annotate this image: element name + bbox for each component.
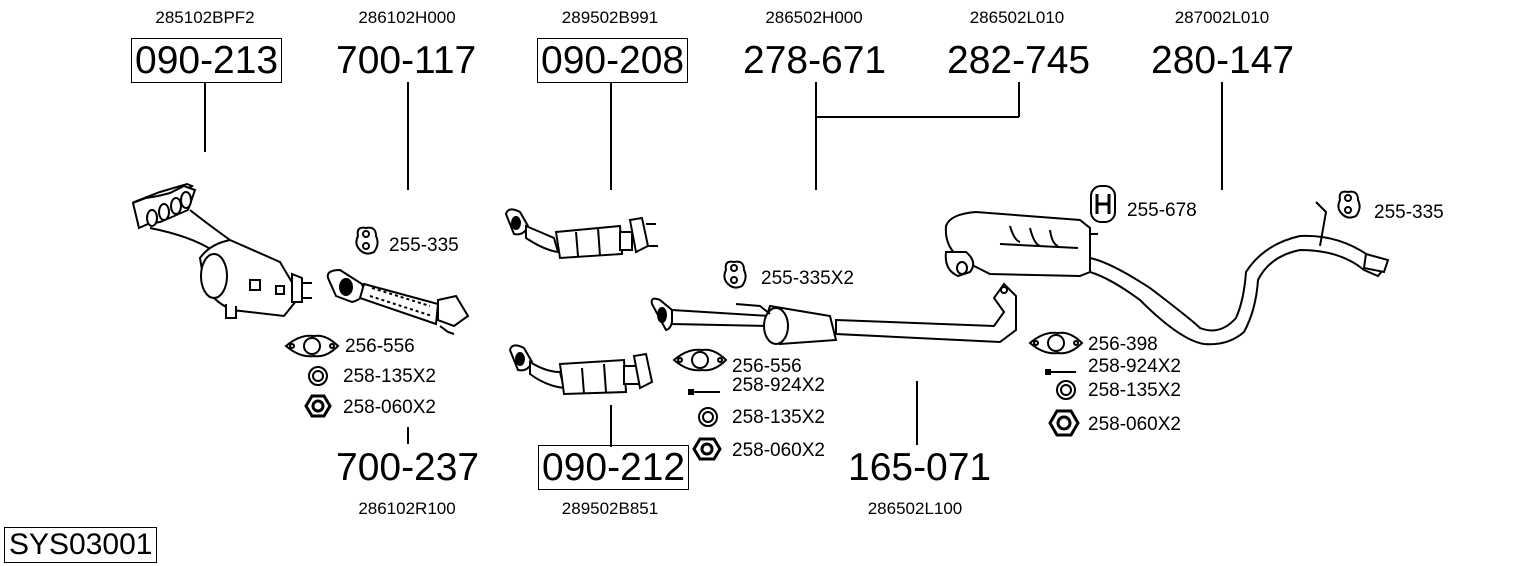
bolt-icon [1045,369,1076,375]
accessory-label[interactable]: 255-335 [1374,202,1444,223]
hex-nut-icon [692,437,722,461]
bolt-icon [688,389,720,395]
hex-nut-icon [304,394,332,418]
accessory-label[interactable]: 258-060X2 [1088,414,1181,435]
catalytic-converter-upper-drawing[interactable] [504,208,658,260]
oem-number-286502L100: 286502L100 [867,499,963,518]
oem-number-285102BPF2: 285102BPF2 [155,8,255,27]
leader-line [1018,82,1020,117]
accessory-label[interactable]: 255-335X2 [761,268,854,289]
sealing-ring-icon [308,366,328,386]
leader-line [815,116,1019,118]
oem-number-289502B991: 289502B991 [561,8,659,27]
accessory-label[interactable]: 258-135X2 [1088,380,1181,401]
accessory-label[interactable]: 255-678 [1127,200,1197,221]
accessory-label[interactable]: 256-398 [1088,334,1158,355]
accessory-label[interactable]: 255-335 [389,235,459,256]
rubber-hanger-icon [723,260,747,289]
part-number-090-212[interactable]: 090-212 [538,445,690,490]
rubber-hanger-icon [355,226,379,255]
part-number-165-071[interactable]: 165-071 [848,446,992,489]
center-silencer-drawing[interactable] [650,282,1017,346]
hex-nut-icon [1048,409,1080,437]
leader-line [610,82,612,190]
accessory-label[interactable]: 258-135X2 [343,366,436,387]
exhaust-manifold-catalyst-drawing[interactable] [131,182,312,319]
leader-line [204,82,206,152]
accessory-label[interactable]: 256-556 [345,336,415,357]
accessory-label[interactable]: 258-924X2 [1088,356,1181,377]
leader-line [407,427,409,444]
flange-gasket-icon [284,334,340,358]
accessory-label[interactable]: 258-135X2 [732,407,825,428]
accessory-label[interactable]: 258-924X2 [732,375,825,396]
part-number-090-208[interactable]: 090-208 [537,38,689,83]
flange-gasket-icon [1028,331,1084,355]
part-number-278-671[interactable]: 278-671 [743,39,887,82]
oem-number-286102R100: 286102R100 [358,499,456,518]
part-label: 090-212 [538,445,690,490]
accessory-label[interactable]: 256-556 [732,356,802,377]
oem-number-287002L010: 287002L010 [1174,8,1270,27]
oem-number-289502B851: 289502B851 [561,499,659,518]
front-pipe-drawing[interactable] [326,268,470,335]
part-number-282-745[interactable]: 282-745 [947,39,1091,82]
part-number-090-213[interactable]: 090-213 [131,38,283,83]
rear-muffler-drawing[interactable] [944,210,1098,278]
part-label: 090-208 [537,38,689,83]
leader-line [815,82,817,190]
part-label: 090-213 [131,38,283,83]
accessory-label[interactable]: 258-060X2 [343,397,436,418]
sealing-ring-icon [1056,380,1076,400]
h-hanger-icon [1090,185,1116,223]
leader-line [610,405,612,447]
leader-line [407,82,409,190]
tail-pipe-drawing[interactable] [1089,201,1390,346]
oem-number-286102H000: 286102H000 [358,8,456,27]
part-number-700-237[interactable]: 700-237 [336,446,480,489]
accessory-label[interactable]: 258-060X2 [732,440,825,461]
leader-line [1221,82,1223,190]
oem-number-286502L010: 286502L010 [969,8,1065,27]
oem-number-286502H000: 286502H000 [765,8,863,27]
part-number-700-117[interactable]: 700-117 [336,39,477,82]
catalytic-converter-lower-drawing[interactable] [508,344,654,396]
sealing-ring-icon [698,407,718,427]
part-number-280-147[interactable]: 280-147 [1151,39,1295,82]
rubber-hanger-icon [1337,190,1361,219]
system-code-label: SYS03001 [4,527,158,563]
flange-gasket-icon [672,348,728,372]
leader-line [916,381,918,445]
